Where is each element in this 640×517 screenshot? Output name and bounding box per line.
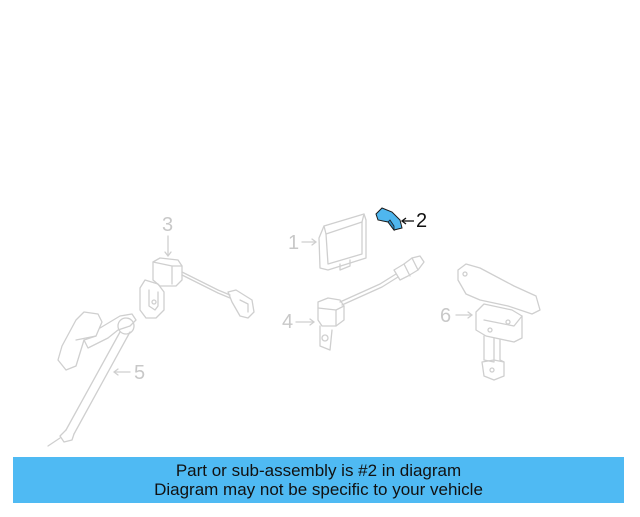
callout-2[interactable]: 2 bbox=[416, 210, 428, 232]
info-banner: Part or sub-assembly is #2 in diagram Di… bbox=[13, 457, 624, 503]
callout-4: 4 bbox=[282, 311, 294, 333]
part-3-sensor bbox=[139, 235, 255, 319]
part-5-leveling-arm bbox=[47, 311, 137, 447]
callout-5: 5 bbox=[134, 362, 146, 384]
banner-disclaimer: Diagram may not be specific to your vehi… bbox=[154, 480, 483, 499]
part-6-sensor-bracket bbox=[457, 263, 541, 381]
callout-3: 3 bbox=[162, 214, 174, 236]
callout-1: 1 bbox=[288, 232, 300, 254]
callout-6: 6 bbox=[440, 305, 452, 327]
part-2-highlighted-clip[interactable] bbox=[375, 207, 403, 232]
part-1-control-module bbox=[318, 213, 367, 271]
banner-part-note: Part or sub-assembly is #2 in diagram bbox=[175, 461, 462, 480]
part-4-sensor bbox=[317, 255, 425, 351]
